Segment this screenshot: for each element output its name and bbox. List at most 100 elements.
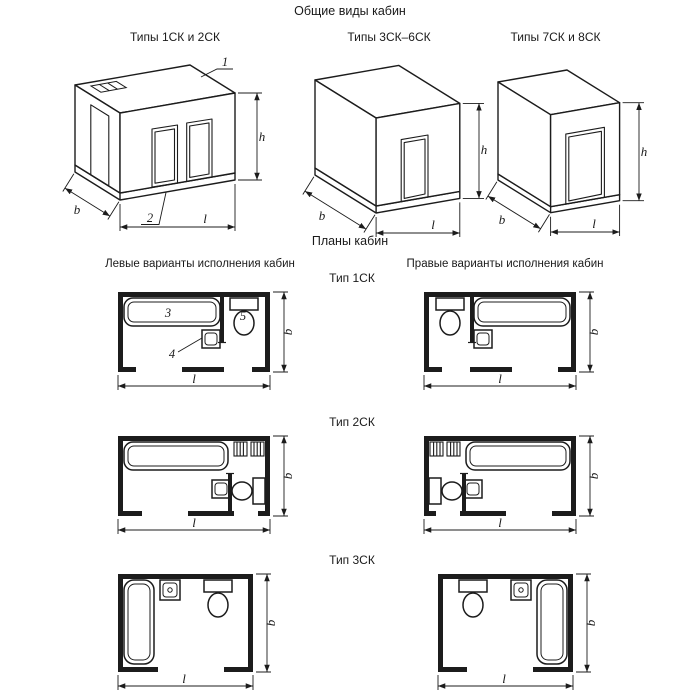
dim-h-label: h — [641, 144, 648, 159]
toilet-bowl — [207, 592, 229, 618]
front-door — [565, 126, 605, 205]
dimension-h: h — [238, 92, 266, 181]
callout-2-label: 2 — [147, 211, 153, 225]
dimension-h: h — [622, 102, 648, 202]
dim-b-label: b — [586, 328, 601, 335]
dimension-b: b — [579, 291, 601, 373]
toilet — [231, 477, 266, 505]
side-door — [90, 104, 110, 187]
plans-section-title: Планы кабин — [311, 234, 389, 248]
type-2sk-label: Тип 2СК — [329, 415, 375, 429]
left-variants-header: Левые варианты исполнения кабин — [105, 258, 295, 270]
toilet — [229, 297, 259, 336]
bathtub — [123, 441, 229, 471]
plan-2sk-right: l b — [418, 430, 601, 534]
dimension-b: b — [485, 181, 550, 233]
dim-l-label: l — [498, 371, 502, 386]
toilet-bowl — [233, 310, 255, 336]
box-front-face — [549, 102, 621, 208]
callout-2: 2 — [141, 192, 167, 225]
dim-l-label: l — [592, 216, 596, 231]
dimension-l: l — [117, 671, 254, 690]
callout-4-label: 4 — [169, 347, 175, 361]
toilet-cistern — [252, 477, 266, 505]
plan-2sk-left: l b — [117, 435, 295, 534]
dim-b-label: b — [319, 208, 326, 223]
callout-1: 1 — [200, 55, 233, 78]
bathtub — [123, 297, 221, 327]
plan-geometry — [118, 292, 270, 372]
cabin-box — [314, 64, 461, 214]
dim-l-label: l — [192, 515, 196, 530]
iso-view-types-1sk-2sk: 1 2 h b l — [62, 55, 266, 231]
dimension-b: b — [576, 573, 598, 673]
dim-l-label: l — [192, 371, 196, 386]
vent-blocks — [233, 441, 265, 457]
dimension-l: l — [437, 671, 574, 690]
type-1sk-label: Тип 1СК — [329, 271, 375, 285]
plan-callouts: 3 4 5 — [164, 306, 246, 361]
washbasin — [159, 579, 181, 601]
bathtub — [123, 579, 155, 665]
plan-geometry — [118, 574, 253, 672]
plan-1sk-right: l b — [418, 286, 601, 390]
dim-b-label: b — [586, 472, 601, 479]
dimension-h: h — [462, 102, 488, 199]
dimension-l: l — [423, 371, 577, 390]
callout-3-label: 3 — [164, 306, 171, 320]
toilet — [203, 579, 233, 618]
dimension-l: l — [423, 515, 577, 534]
caption-types-3sk-6sk: Типы 3СК–6СК — [347, 30, 431, 44]
walls — [118, 292, 270, 372]
dimension-l: l — [119, 184, 236, 231]
front-door-1 — [151, 124, 179, 188]
plan-geometry — [118, 436, 270, 516]
roof-vent-unit — [89, 80, 128, 93]
dim-l-label: l — [182, 671, 186, 686]
dim-l-label: l — [203, 211, 207, 226]
caption-types-7sk-8sk: Типы 7СК и 8СК — [510, 30, 601, 44]
toilet-cistern — [229, 297, 259, 311]
dimension-b: b — [273, 435, 295, 517]
dimension-b: b — [302, 176, 376, 233]
dim-h-label: h — [481, 142, 488, 157]
toilet-bowl — [231, 481, 253, 501]
right-variants-header: Правые варианты исполнения кабин — [406, 258, 604, 270]
callout-5-label: 5 — [240, 309, 246, 323]
dimension-b: b — [256, 573, 278, 673]
walls — [118, 574, 253, 672]
plan-3sk-left: l b — [117, 573, 278, 690]
front-door-2 — [186, 118, 213, 182]
front-door — [400, 134, 429, 203]
dimension-l: l — [117, 515, 271, 534]
iso-view-types-7sk-8sk: h b l — [485, 69, 648, 236]
dim-b-label: b — [74, 202, 81, 217]
dim-l-label: l — [498, 515, 502, 530]
dim-l-label: l — [502, 671, 506, 686]
dimension-l: l — [375, 202, 461, 237]
dimension-b: b — [62, 173, 120, 220]
plan-3sk-right: l b — [432, 568, 598, 690]
page-title: Общие виды кабин — [294, 4, 406, 18]
washbasin — [201, 329, 221, 349]
washbasin — [211, 479, 231, 499]
dim-b-label: b — [263, 619, 278, 626]
doors — [90, 104, 213, 188]
dim-b-label: b — [280, 472, 295, 479]
dimension-l: l — [550, 204, 621, 236]
doors — [400, 134, 429, 203]
caption-types-1sk-2sk: Типы 1СК и 2СК — [130, 30, 220, 44]
dimension-b: b — [579, 435, 601, 517]
box-front-face — [375, 102, 461, 207]
dimension-b: b — [273, 291, 295, 373]
dim-b-label: b — [499, 212, 506, 227]
plan-1sk-left: 3 4 5 l b — [117, 291, 295, 390]
callout-1-label: 1 — [222, 55, 228, 69]
dim-l-label: l — [431, 217, 435, 232]
dimension-l: l — [117, 371, 271, 390]
iso-view-types-3sk-6sk: h b l — [302, 64, 488, 237]
type-3sk-label: Тип 3СК — [329, 553, 375, 567]
dim-h-label: h — [259, 129, 266, 144]
doors — [565, 126, 605, 205]
